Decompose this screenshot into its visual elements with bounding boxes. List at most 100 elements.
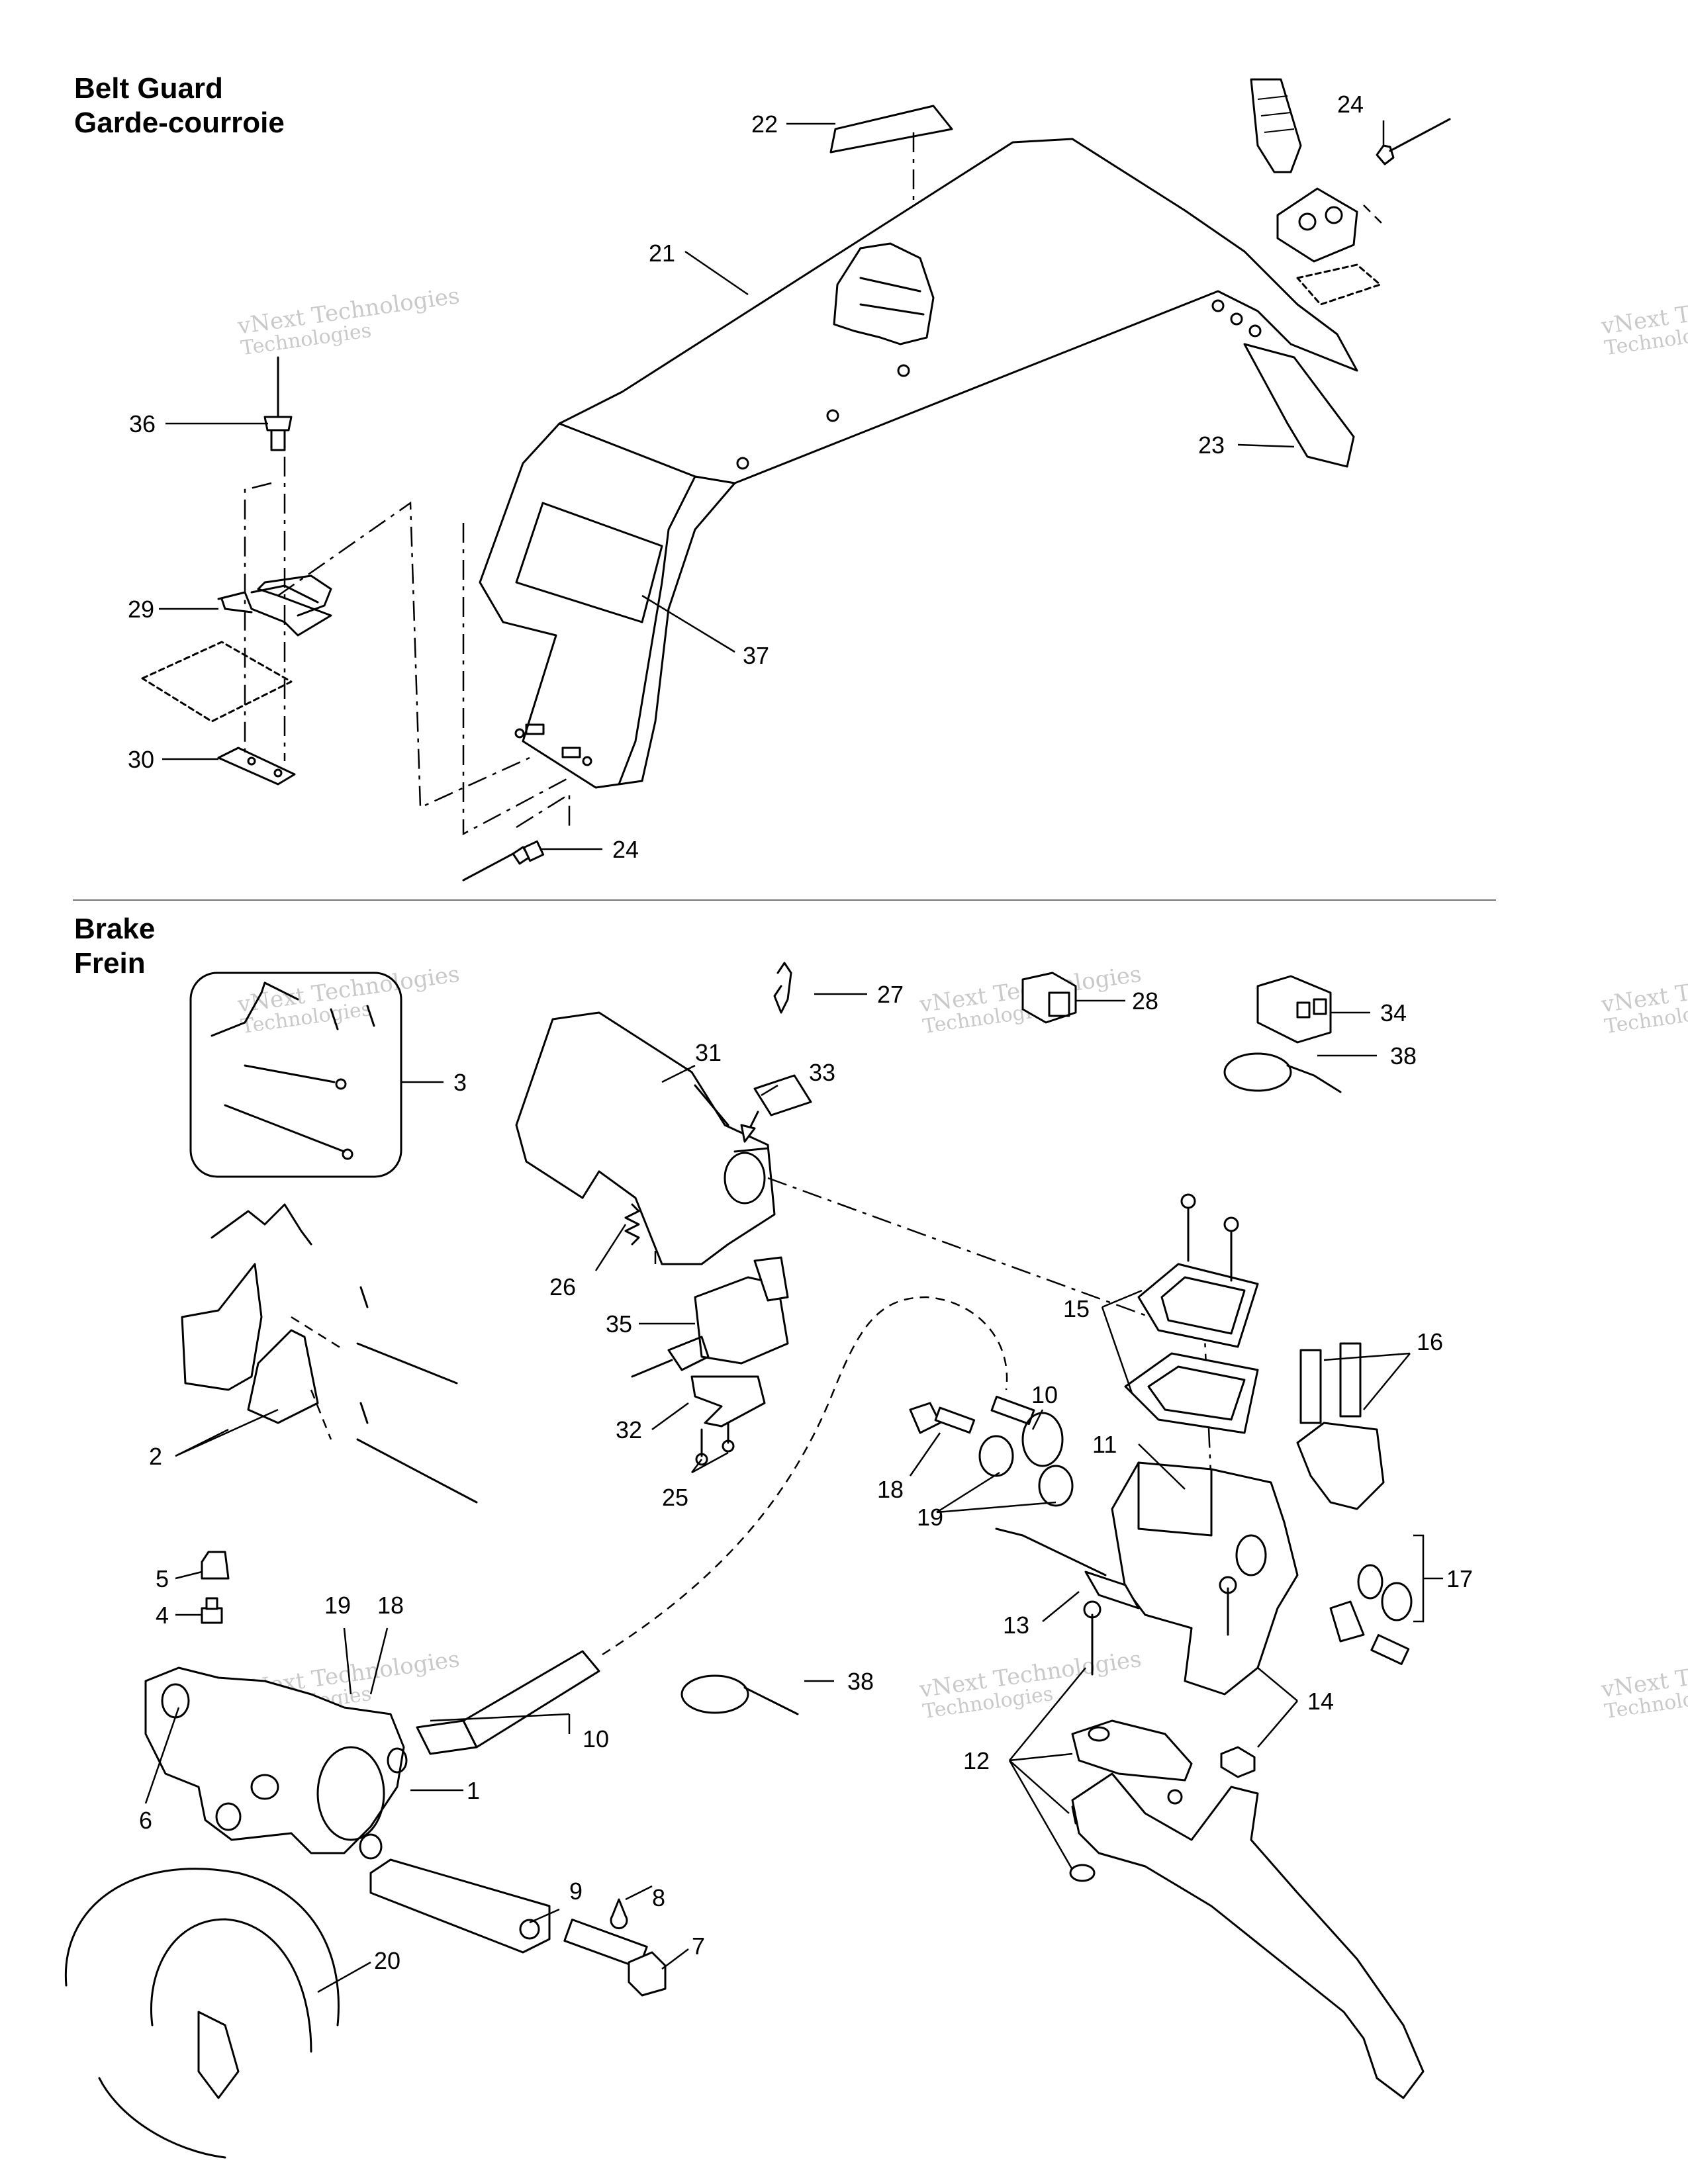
callout-2: 2 (149, 1443, 162, 1470)
callout-4: 4 (156, 1602, 169, 1629)
callout-6: 6 (139, 1807, 152, 1834)
brake-lever (1071, 1772, 1425, 2099)
part-9-plate (369, 1858, 551, 1954)
part-23-bracket (1243, 343, 1355, 468)
part-20-disc (64, 1868, 340, 2159)
section-title-brake: Brake Frein (74, 912, 155, 981)
part-17-plug (1329, 1564, 1413, 1665)
callout-1: 1 (467, 1777, 480, 1804)
callout-11: 11 (1092, 1431, 1117, 1458)
callout-16: 16 (1417, 1328, 1443, 1355)
assy-line (277, 501, 530, 809)
belt-guard-title-fr: Garde-courroie (74, 107, 285, 139)
callout-27: 27 (877, 981, 904, 1008)
callout-25: 25 (662, 1484, 688, 1511)
callout-23: 23 (1198, 432, 1225, 459)
callout-36: 36 (129, 410, 156, 437)
part-10-fitting (990, 1395, 1064, 1467)
callout-3: 3 (453, 1069, 467, 1096)
part-35-switch (631, 1256, 789, 1378)
callout-14: 14 (1307, 1688, 1334, 1715)
spark-plug-bracket (1276, 187, 1384, 306)
assy-line (462, 523, 570, 836)
part-29-bracket (217, 574, 332, 637)
part-25-screws (695, 1422, 735, 1466)
part-22-label-tag (829, 105, 953, 251)
callout-numbers: 22 21 24 36 23 37 29 30 24 27 28 34 31 3… (128, 91, 1473, 1974)
callout-38: 38 (847, 1668, 874, 1695)
callout-19: 19 (917, 1504, 943, 1531)
part-32-bracket (690, 1375, 766, 1428)
callout-26: 26 (549, 1273, 576, 1300)
part-19-washer (978, 1435, 1074, 1507)
part-30-plate (217, 747, 296, 786)
callout-24: 24 (1337, 91, 1364, 118)
part-5-cap (201, 1551, 230, 1580)
part-24-rivet-top (1376, 118, 1451, 165)
callout-10: 10 (1031, 1381, 1058, 1408)
brake-title-en: Brake (74, 913, 156, 945)
assy-line (516, 792, 571, 829)
part-21-belt-guard (479, 138, 1358, 789)
callout-12: 12 (963, 1747, 990, 1774)
callout-18: 18 (377, 1592, 404, 1619)
part-15-reservoir-cover (1124, 1263, 1259, 1434)
part-16-clamp (1296, 1342, 1385, 1510)
assy-line (767, 1177, 1213, 1490)
part-10-brake-hose (416, 1296, 1008, 1755)
callout-5: 5 (156, 1565, 169, 1592)
section-title-belt-guard: Belt Guard Garde-courroie (74, 71, 285, 140)
callout-17: 17 (1446, 1565, 1473, 1592)
callout-13: 13 (1003, 1612, 1029, 1639)
part-1-caliper (144, 1666, 408, 1860)
part-3-kit (189, 972, 402, 1178)
callout-10: 10 (583, 1725, 609, 1752)
part-18-banjo-bolt (909, 1402, 976, 1434)
callout-30: 30 (128, 746, 154, 773)
callout-7: 7 (692, 1933, 705, 1960)
callout-38: 38 (1390, 1042, 1417, 1069)
part-33-tag (740, 1074, 812, 1143)
callout-33: 33 (809, 1059, 835, 1086)
reservoir-screws (1180, 1193, 1239, 1282)
callout-35: 35 (606, 1310, 632, 1338)
callout-21: 21 (649, 240, 675, 267)
part-38-tie-strap (680, 1674, 799, 1715)
part-36-rivet (263, 356, 293, 451)
callout-37: 37 (743, 642, 769, 669)
callout-15: 15 (1063, 1295, 1090, 1322)
callout-32: 32 (616, 1416, 642, 1443)
part-29-pad-outline (141, 641, 293, 723)
callout-31: 31 (695, 1039, 722, 1066)
callout-24: 24 (612, 836, 639, 863)
part-11-master-cylinder (1111, 1461, 1299, 1696)
part-34-connector (1256, 975, 1332, 1044)
belt-guard-title-en: Belt Guard (74, 72, 223, 105)
part-13-pushrod (995, 1527, 1140, 1610)
brake-title-fr: Frein (74, 947, 146, 979)
part-4-bleeder (201, 1597, 223, 1624)
callout-18: 18 (877, 1476, 904, 1503)
callout-9: 9 (569, 1878, 583, 1905)
callout-19: 19 (324, 1592, 351, 1619)
spark-plug (1250, 78, 1302, 173)
part-24-rivet-bottom (462, 840, 545, 882)
callout-29: 29 (128, 596, 154, 623)
callout-20: 20 (374, 1947, 400, 1974)
part-31-cover (515, 1011, 776, 1265)
top-clip (833, 242, 935, 345)
part-8-locktite-drop (610, 1898, 628, 1930)
part-7-bolt (563, 1919, 667, 1997)
part-26-spring (624, 1203, 640, 1246)
part-38-tie-strap (1223, 1052, 1342, 1093)
part-28-connector (1021, 972, 1077, 1024)
part-27-clip (773, 962, 792, 1014)
leader-lines (144, 120, 1443, 1993)
callout-34: 34 (1380, 999, 1407, 1026)
part-14-bolt-nut (1219, 1576, 1256, 1778)
callout-28: 28 (1132, 987, 1158, 1015)
callout-8: 8 (652, 1884, 665, 1911)
assy-line (244, 482, 272, 758)
callout-22: 22 (751, 111, 778, 138)
